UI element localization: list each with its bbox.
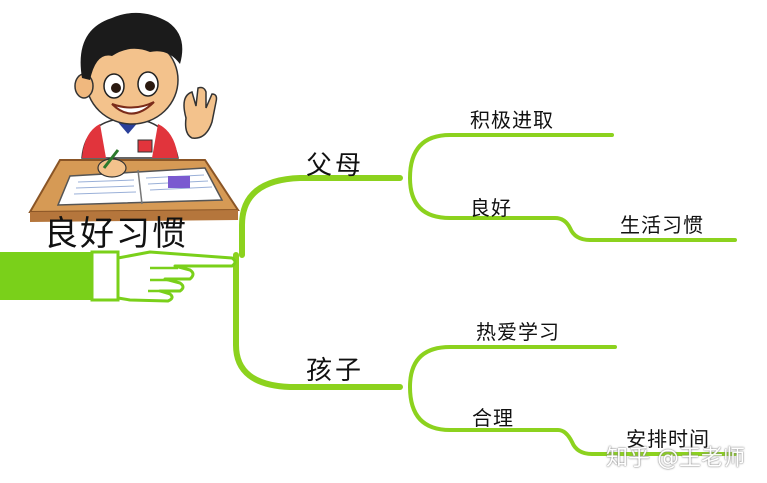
node-time-planning-label: 安排时间: [626, 427, 710, 451]
pointing-hand-icon: [0, 250, 237, 303]
branch-child-label: 孩子: [306, 356, 365, 386]
parents-subtrunk: [408, 133, 614, 180]
boy-at-desk-illustration: [28, 12, 240, 222]
node-life-habits-label: 生活习惯: [620, 213, 704, 237]
node-good-label: 良好: [470, 196, 512, 220]
child-subtrunk: [408, 345, 617, 389]
branch-parents-label: 父母: [306, 151, 365, 181]
node-proactive-label: 积极进取: [470, 108, 554, 132]
node-love-learning-label: 热爱学习: [476, 320, 560, 344]
root-topic-label: 良好习惯: [44, 214, 188, 254]
parents-subtrunk-lower: [408, 176, 737, 242]
node-reasonable-label: 合理: [472, 406, 514, 430]
watermark-text: 知乎 @王老师: [606, 446, 745, 471]
child-subtrunk-lower: [408, 385, 737, 456]
connector-lines: [233, 133, 737, 456]
trunk-line-lower: [233, 252, 403, 390]
trunk-line: [239, 175, 403, 258]
